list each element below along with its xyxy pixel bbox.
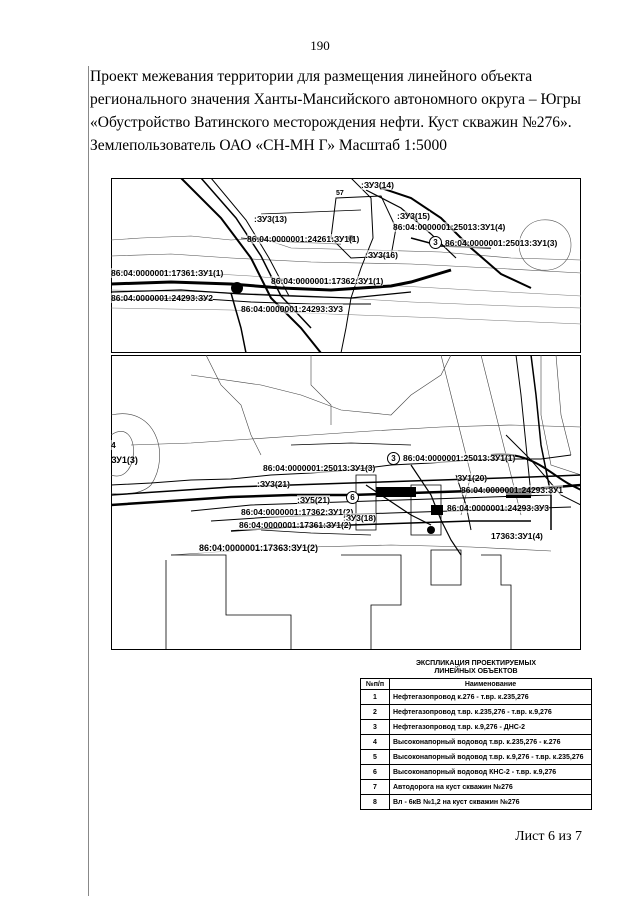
label-zu3-21: :ЗУ3(21)	[257, 479, 290, 489]
label-cad-17362-2: 86:04:0000001:17362:ЗУ1(2)	[241, 507, 354, 517]
legend-row-num: 2	[360, 704, 390, 720]
title-line-3: «Обустройство Ватинского месторождения н…	[90, 114, 572, 131]
label-zu1-3: ЗУ1(3)	[111, 455, 138, 465]
label-cad-25013-3: 86:04:0000001:25013:ЗУ1(3)	[445, 238, 558, 248]
legend-row: 7 Автодорога на куст скважин №276	[360, 779, 592, 795]
legend-row: 8 Вл - 6кВ №1,2 на куст скважин №276	[360, 794, 592, 810]
label-zu3-16: :ЗУ3(16)	[365, 250, 398, 260]
label-num-3: 3	[429, 236, 442, 249]
label-zu1-20: ЗУ1(20)	[457, 473, 488, 483]
label-cad-17361-2: 86:04:0000001:17361:ЗУ1(2)	[239, 520, 352, 530]
label-cad-24293-b: 86:04:0000001:24293:ЗУ3	[447, 503, 549, 513]
label-cad-17363-2: 86:04:0000001:17363:ЗУ1(2)	[199, 543, 318, 553]
legend-row-name: Нефтегазопровод т.вр. к.235,276 - т.вр. …	[389, 704, 592, 720]
legend-header-row: №п/п Наименование	[360, 678, 592, 690]
map-bottom-drawing	[110, 354, 582, 650]
map-fragment-top: :ЗУ3(14) 57 :ЗУ3(13) :ЗУ3(15) 86:04:0000…	[110, 177, 582, 354]
legend-row-name: Высоконапорный водовод т.вр. к.9,276 - т…	[389, 749, 592, 765]
legend-title-line-2: ЛИНЕЙНЫХ ОБЪЕКТОВ	[434, 668, 518, 675]
label-zu5-21: :ЗУ5(21)	[297, 495, 330, 505]
label-zu3-18: :ЗУ3(18)	[343, 513, 376, 523]
label-cad-24293: 86:04:0000001:24293:ЗУ2	[111, 293, 213, 303]
label-zu3-13: :ЗУ3(13)	[254, 214, 287, 224]
legend-row: 4 Высоконапорный водовод т.вр. к.235,276…	[360, 734, 592, 750]
label-cad-25013-3: 86:04:0000001:25013:ЗУ1(3)	[263, 463, 376, 473]
legend-row-num: 6	[360, 764, 390, 780]
legend-row-name: Вл - 6кВ №1,2 на куст скважин №276	[389, 794, 592, 810]
label-cad-17362: 86:04:0000001:17362:ЗУ1(1)	[271, 276, 384, 286]
label-zu3-14: :ЗУ3(14)	[361, 180, 394, 190]
label-cad-25013-4: 86:04:0000001:25013:ЗУ1(4)	[393, 222, 506, 232]
legend-table: №п/п Наименование 1 Нефтегазопровод к.27…	[360, 678, 592, 810]
label-num-3: 3	[387, 452, 400, 465]
label-num-4: 4	[111, 440, 116, 450]
map-fragment-bottom: 4 ЗУ1(3) 3 86:04:0000001:25013:ЗУ1(1) 86…	[110, 354, 582, 650]
label-57: 57	[336, 190, 344, 197]
legend-row-num: 1	[360, 689, 390, 705]
legend-row-name: Высоконапорный водовод т.вр. к.235,276 -…	[389, 734, 592, 750]
legend-row-num: 7	[360, 779, 390, 795]
title-line-2: регионального значения Ханты-Мансийского…	[90, 91, 581, 108]
legend-row-num: 3	[360, 719, 390, 735]
legend-title-line-1: ЭКСПЛИКАЦИЯ ПРОЕКТИРУЕМЫХ	[415, 660, 537, 667]
legend-row-name: Автодорога на куст скважин №276	[389, 779, 592, 795]
legend-row-name: Нефтегазопровод т.вр. к.9,276 - ДНС-2	[389, 719, 592, 735]
label-cad-25013-1: 86:04:0000001:25013:ЗУ1(1)	[403, 453, 516, 463]
page-number: 190	[310, 38, 330, 53]
sheet-number: Лист 6 из 7	[515, 829, 582, 844]
label-zu3-15: :ЗУ3(15)	[397, 211, 430, 221]
legend-row: 1 Нефтегазопровод к.276 - т.вр. к.235,27…	[360, 689, 592, 705]
legend-row-name: Нефтегазопровод к.276 - т.вр. к.235,276	[389, 689, 592, 705]
label-cad-17361: 86:04:0000001:17361:ЗУ1(1)	[111, 268, 224, 278]
legend-row: 6 Высоконапорный водовод КНС-2 - т.вр. к…	[360, 764, 592, 780]
label-cad-17363-4: 17363:ЗУ1(4)	[491, 531, 543, 541]
title-line-4: Землепользователь ОАО «СН-МН Г» Масштаб …	[90, 137, 447, 154]
label-cad-bottom: 86:04:0000001:24293:ЗУ3	[241, 304, 343, 314]
margin-rule	[88, 66, 89, 896]
legend-row-num: 4	[360, 734, 390, 750]
legend-title: ЭКСПЛИКАЦИЯ ПРОЕКТИРУЕМЫХ ЛИНЕЙНЫХ ОБЪЕК…	[360, 660, 592, 676]
legend: ЭКСПЛИКАЦИЯ ПРОЕКТИРУЕМЫХ ЛИНЕЙНЫХ ОБЪЕК…	[360, 660, 592, 810]
legend-col-name: Наименование	[389, 678, 592, 690]
legend-row-num: 8	[360, 794, 390, 810]
document-title: Проект межевания территории для размещен…	[90, 65, 610, 157]
legend-row-name: Высоконапорный водовод КНС-2 - т.вр. к.9…	[389, 764, 592, 780]
label-cad-24261: 86:04:0000001:24261:ЗУ1(1)	[247, 234, 360, 244]
legend-row: 2 Нефтегазопровод т.вр. к.235,276 - т.вр…	[360, 704, 592, 720]
legend-col-num: №п/п	[360, 678, 390, 690]
title-line-1: Проект межевания территории для размещен…	[90, 68, 533, 85]
map-top-drawing	[110, 177, 582, 354]
legend-row: 3 Нефтегазопровод т.вр. к.9,276 - ДНС-2	[360, 719, 592, 735]
label-num-6: 6	[346, 491, 359, 504]
legend-row: 5 Высоконапорный водовод т.вр. к.9,276 -…	[360, 749, 592, 765]
legend-row-num: 5	[360, 749, 390, 765]
label-cad-24293: 86:04:0000001:24293:ЗУ1	[461, 485, 563, 495]
